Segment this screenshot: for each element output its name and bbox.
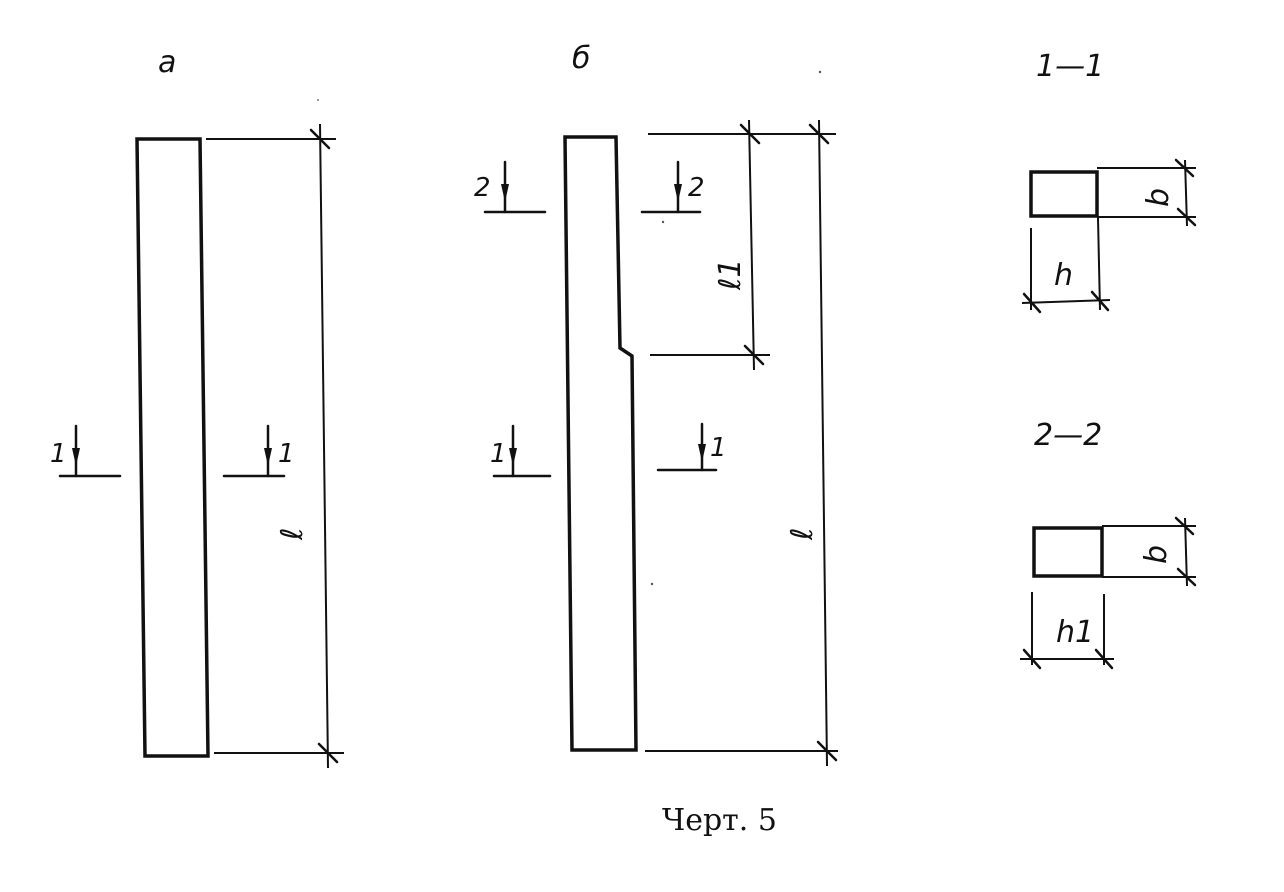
section-2-2: 2—2 b h1 — [1020, 418, 1197, 670]
view-a-mark-left-num: 1 — [50, 439, 67, 469]
view-a-column-outline — [135, 137, 210, 758]
section-2-2-tick-h1-left — [1022, 648, 1042, 670]
section-1-1-height-label: h — [1054, 258, 1073, 293]
view-b: б ℓ1 ℓ 2 2 — [317, 41, 838, 767]
view-b-mark-1-right-num: 1 — [710, 433, 727, 463]
view-b-dim-l — [818, 119, 828, 767]
view-a-tick-top — [309, 128, 331, 150]
view-b-length-upper-label: ℓ1 — [713, 259, 748, 291]
view-a-label: а — [158, 45, 176, 80]
view-b-section-mark-1-right: 1 — [656, 422, 727, 472]
section-2-2-tick-b-bottom — [1176, 567, 1197, 587]
view-b-tick-l1-bottom — [743, 344, 765, 366]
view-b-dim-l1 — [748, 119, 755, 371]
section-1-1-title: 1—1 — [1036, 49, 1104, 84]
section-1-1-tick-b-bottom — [1176, 207, 1197, 227]
view-b-mark-2-left-num: 2 — [474, 173, 491, 203]
section-2-2-tick-b-top — [1174, 516, 1195, 536]
view-b-length-label: ℓ — [785, 528, 820, 541]
section-2-2-height-label: h1 — [1056, 615, 1094, 650]
section-1-1-rect — [1029, 170, 1099, 218]
section-1-1-width-label: b — [1141, 188, 1176, 207]
view-a-mark-right-num: 1 — [278, 439, 295, 469]
section-1-1-dim-b — [1184, 159, 1188, 227]
view-a-length-label: ℓ — [275, 528, 310, 541]
section-1-1-tick-b-top — [1174, 158, 1195, 178]
view-b-section-mark-2-left: 2 — [474, 160, 547, 214]
view-b-section-mark-1-left: 1 — [490, 424, 552, 478]
speck — [317, 99, 319, 101]
speck — [661, 220, 665, 224]
view-b-label: б — [572, 41, 591, 76]
section-2-2-width-label: b — [1139, 545, 1174, 564]
speck — [650, 582, 654, 586]
section-2-2-tick-h1-right — [1094, 648, 1114, 670]
section-2-2-dim-b — [1184, 517, 1188, 587]
view-b-section-mark-2-right: 2 — [640, 160, 705, 214]
view-b-tick-l1-top — [739, 123, 761, 145]
view-b-tick-l-top — [808, 123, 830, 145]
view-b-column-outline — [563, 135, 638, 752]
section-1-1: 1—1 b h — [1021, 49, 1197, 314]
section-1-1-ext-right — [1097, 217, 1101, 311]
view-b-mark-2-right-num: 2 — [688, 173, 705, 203]
view-a-dim-line — [319, 123, 329, 769]
speck — [818, 70, 822, 74]
section-1-1-tick-h-right — [1090, 290, 1110, 312]
section-2-2-rect — [1032, 526, 1104, 578]
section-2-2-title: 2—2 — [1034, 418, 1102, 453]
section-1-1-tick-h-left — [1022, 292, 1042, 314]
view-b-tick-l-bottom — [816, 740, 838, 762]
view-a-tick-bottom — [317, 742, 339, 764]
view-b-mark-1-left-num: 1 — [490, 439, 507, 469]
view-a-section-mark-right: 1 — [222, 424, 295, 478]
section-1-1-dim-h — [1021, 299, 1111, 304]
view-a: а ℓ 1 1 — [50, 45, 344, 769]
figure-caption: Черт. 5 — [662, 803, 777, 838]
view-a-section-mark-left: 1 — [50, 424, 122, 478]
